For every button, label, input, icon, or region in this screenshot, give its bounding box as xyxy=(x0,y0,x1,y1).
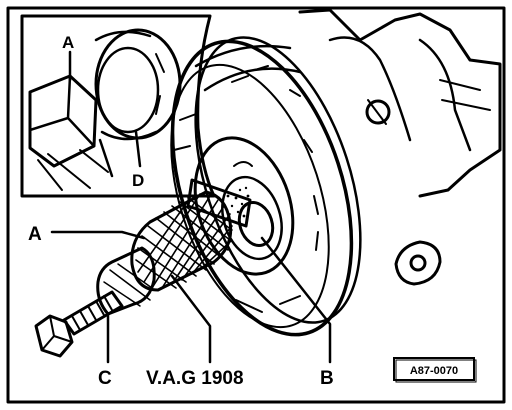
inset-detail xyxy=(20,14,216,198)
outer-frame xyxy=(6,6,506,404)
leader-inset-d xyxy=(134,130,142,168)
label-b: B xyxy=(320,368,334,389)
label-a: A xyxy=(28,224,42,245)
label-inset-d: D xyxy=(132,171,144,190)
tool-v-a-g-1908 xyxy=(34,178,252,358)
leader-lines xyxy=(50,50,332,364)
leader-tool xyxy=(170,274,212,364)
clutch-pulley xyxy=(170,36,362,337)
label-c: C xyxy=(98,368,112,389)
leader-b xyxy=(260,236,332,364)
label-inset-a: A xyxy=(62,33,74,52)
compressor-housing xyxy=(298,8,502,286)
reference-code: A87-0070 xyxy=(410,365,458,377)
reference-code-box: A87-0070 xyxy=(393,357,477,383)
label-tool-name: V.A.G 1908 xyxy=(146,368,244,389)
leader-a xyxy=(50,230,146,240)
